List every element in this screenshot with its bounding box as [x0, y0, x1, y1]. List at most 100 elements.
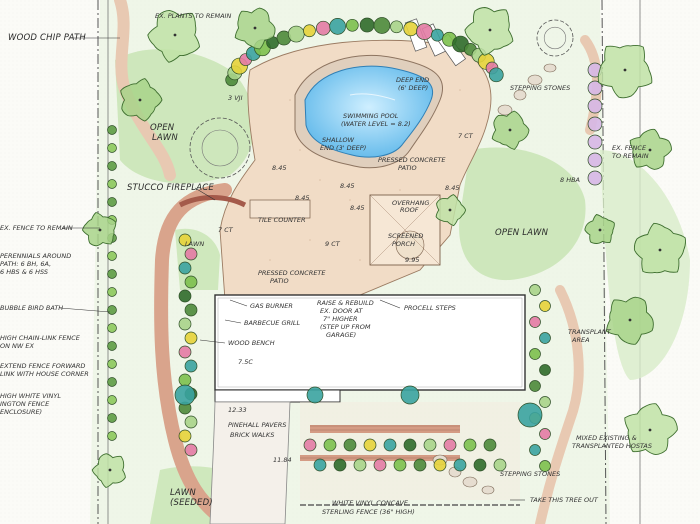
- shrub-w-40: [178, 429, 192, 443]
- label-spot-elev-7: 12.33: [228, 406, 247, 414]
- shrub-n-25: [488, 67, 504, 83]
- label-spot-elev-2: 8.45: [350, 204, 364, 212]
- shrub-eh-96: [539, 428, 551, 440]
- label-take-tree-out: TAKE THIS TREE OUT: [530, 496, 599, 504]
- shrub-w-28: [178, 261, 192, 275]
- house-inner-line: [217, 297, 523, 388]
- leader-fireplace: [194, 187, 216, 201]
- shrub-wf-52: [107, 305, 117, 315]
- shrub-f-71: [413, 458, 427, 472]
- label-procell-steps: PROCELL STEPS: [404, 304, 456, 312]
- label-pool-note: (WATER LEVEL = 8.2): [341, 120, 411, 128]
- shrub-wf-58: [107, 413, 117, 423]
- shrub-w-36: [178, 373, 192, 387]
- leader-bench: [199, 339, 226, 344]
- paver-walk: [209, 401, 291, 524]
- shrub-n-12: [345, 18, 359, 32]
- label-overhang: OVERHANG: [392, 199, 429, 207]
- porch-table: [395, 230, 425, 260]
- shrub-f-74: [443, 438, 457, 452]
- shrub-n-9: [303, 24, 316, 38]
- label-barbecue-grill: BARBECUE GRILL: [244, 319, 301, 327]
- label-wood-chip-path: WOOD CHIP PATH: [8, 33, 86, 43]
- label-raise-rebuild-4: (STEP UP FROM: [320, 323, 371, 331]
- shrub-f-63: [333, 458, 347, 472]
- label-shallow-end: SHALLOW: [322, 136, 355, 144]
- label-spot-elev-8: 11.84: [273, 456, 292, 464]
- label-pinehall-pavers: PINEHALL PAVERS: [228, 421, 286, 429]
- label-vinyl-note-w-3: ENCLOSURE): [0, 408, 42, 416]
- label-deep-end-depth: (6' DEEP): [398, 84, 428, 92]
- label-spot-elev-3: 8.45: [445, 184, 459, 192]
- label-patio-south: PRESSED CONCRETE: [258, 269, 326, 277]
- shrub-e-82: [587, 98, 603, 114]
- label-stucco-fireplace: STUCCO FIREPLACE: [127, 183, 214, 193]
- tree-8: [606, 296, 654, 345]
- ex-tree-canopy-1: [189, 117, 251, 179]
- label-spot-elev-6: 9.95: [405, 256, 419, 264]
- tree-12: [491, 110, 530, 150]
- accent-plant-0: [517, 402, 543, 428]
- stepping-stones-north: [497, 63, 557, 116]
- shrub-f-70: [403, 438, 417, 452]
- shrub-wf-46: [107, 197, 117, 207]
- tree-9: [624, 403, 678, 456]
- shrub-n-11: [329, 18, 346, 35]
- label-transplant-area-2: AREA: [571, 336, 590, 344]
- shrub-wf-50: [107, 269, 117, 279]
- label-spot-elev-5: 8.45: [295, 194, 309, 202]
- label-spot-elev-14: 8 HBA: [560, 176, 580, 184]
- label-spot-elev-9: 7.5C: [238, 358, 253, 366]
- shrub-wf-43: [107, 143, 117, 153]
- label-open-lawn-nw: OPEN: [150, 123, 175, 133]
- shrub-eh-93: [529, 380, 541, 392]
- shrub-n-17: [416, 23, 433, 40]
- tree-5: [597, 45, 653, 99]
- label-ex-fence-remain-w: EX. FENCE TO REMAIN: [0, 224, 73, 232]
- label-extend-fence-note: EXTEND FENCE FORWARD: [0, 362, 85, 370]
- leader-burner: [229, 299, 248, 307]
- label-shallow-end-depth: END (3' DEEP): [320, 144, 366, 152]
- shrub-f-72: [423, 438, 437, 452]
- shrub-eh-91: [529, 348, 541, 360]
- shrub-wf-45: [107, 179, 117, 189]
- lawn-east: [459, 147, 586, 281]
- label-bubble-bird-bath: BUBBLE BIRD BATH: [0, 304, 63, 312]
- leader-steps: [379, 299, 401, 309]
- label-spot-elev-12: 9 CT: [325, 240, 341, 248]
- shrub-w-29: [184, 275, 198, 289]
- shrub-f-62: [323, 438, 337, 452]
- label-spot-elev-11: 7 CT: [458, 132, 474, 140]
- label-open-lawn-nw-2: LAWN: [152, 133, 178, 143]
- shrub-n-15: [390, 20, 403, 34]
- tree-2: [234, 7, 276, 50]
- shrub-f-67: [373, 458, 387, 472]
- label-transplant-area: TRANSPLANT: [568, 328, 612, 336]
- tree-6: [629, 128, 672, 170]
- label-overhang-2: ROOF: [400, 206, 419, 214]
- shrub-wf-49: [107, 251, 117, 261]
- shrub-eh-87: [529, 284, 541, 296]
- label-raise-rebuild-2: EX. DOOR AT: [320, 307, 363, 315]
- shrub-wf-53: [107, 323, 117, 333]
- shrub-w-41: [184, 443, 198, 457]
- tree-13: [435, 194, 467, 227]
- stucco-fireplace: [178, 195, 247, 208]
- tree-4: [120, 78, 163, 122]
- shrub-w-33: [184, 331, 198, 345]
- shrub-f-66: [363, 438, 377, 452]
- tree-14: [584, 214, 615, 244]
- shrub-e-81: [587, 80, 603, 96]
- house: [214, 294, 526, 391]
- shrub-wf-51: [107, 287, 117, 297]
- ex-tree-canopy-2: [536, 19, 574, 57]
- label-deep-end: DEEP END: [396, 76, 429, 84]
- shrub-wf-42: [107, 125, 117, 135]
- label-vinyl-concave-2: STERLING FENCE (36" HIGH): [322, 508, 415, 516]
- tree-3: [464, 7, 514, 56]
- swimming-pool: [304, 65, 433, 158]
- shrub-n-14: [373, 17, 391, 34]
- tree-10: [82, 212, 117, 247]
